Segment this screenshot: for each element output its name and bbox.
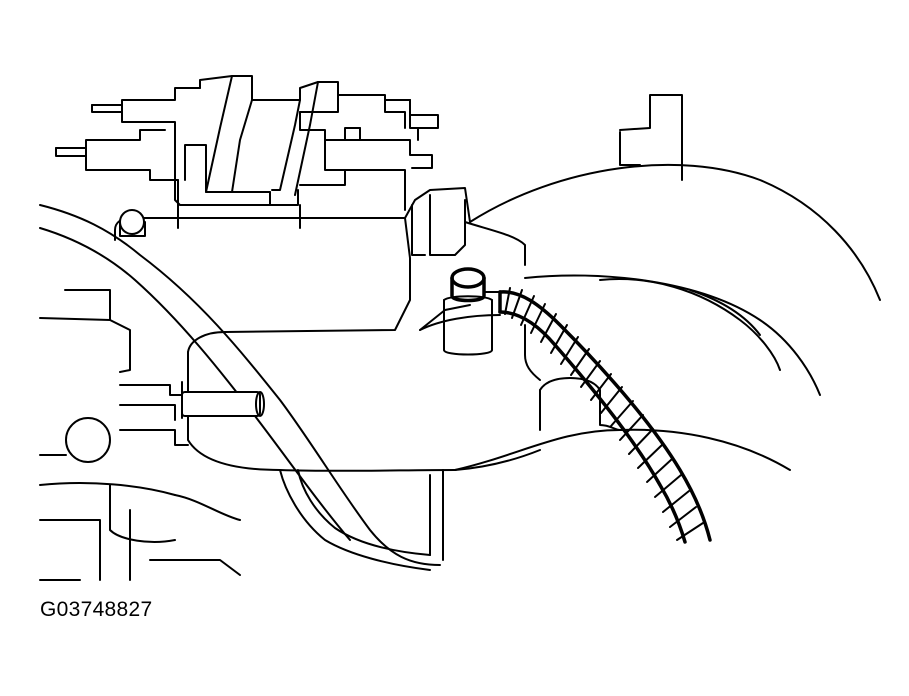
solenoid-valve-assembly xyxy=(55,75,439,237)
figure-code-label: G03748827 xyxy=(40,598,153,621)
wiring-harness-loom xyxy=(498,287,712,544)
vacuum-fitting xyxy=(443,267,501,356)
throttle-body-casting xyxy=(114,187,621,472)
left-housing xyxy=(39,204,441,581)
intake-manifold xyxy=(419,94,881,471)
lower-hose xyxy=(279,469,444,571)
